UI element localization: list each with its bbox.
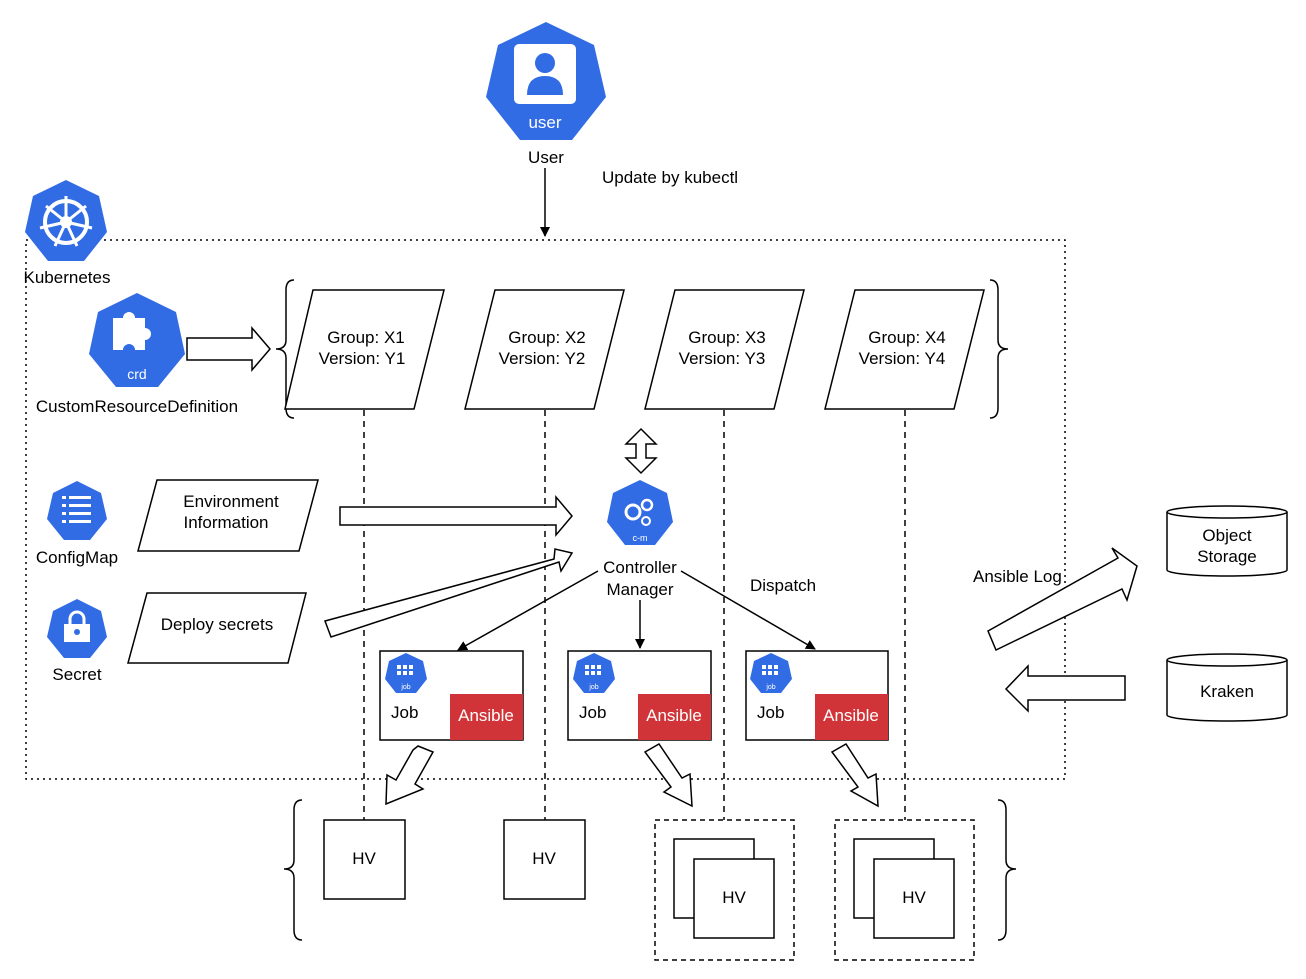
resource-version: Version: Y3 <box>679 349 766 368</box>
hv-label: HV <box>352 849 376 868</box>
hv-label: HV <box>722 888 746 907</box>
ansible-log-label: Ansible Log <box>973 567 1062 586</box>
user-icon-text: user <box>528 113 561 132</box>
job-label: Job <box>391 703 418 722</box>
configmap-label: ConfigMap <box>36 548 118 567</box>
dispatch-label: Dispatch <box>750 576 816 595</box>
ansible-badge: Ansible <box>458 706 514 725</box>
resource-group: Group: X1 <box>327 328 405 347</box>
user-icon: user <box>486 22 606 140</box>
ansible-log-arrow <box>987 547 1138 652</box>
kubernetes-icon <box>25 180 107 261</box>
update-by-kubectl-label: Update by kubectl <box>602 168 738 187</box>
controller-line2: Manager <box>606 580 673 599</box>
resource-version: Version: Y4 <box>859 349 946 368</box>
job-1: job Job Ansible <box>379 650 524 741</box>
hv-node-2: HV <box>503 819 586 900</box>
deploy-secrets-arrow <box>324 548 574 638</box>
controller-manager-icon: c-m <box>607 480 673 545</box>
configmap-icon <box>47 481 107 540</box>
hv-label: HV <box>902 888 926 907</box>
deploy-secrets-text: Deploy secrets <box>161 615 273 634</box>
job-2: job Job Ansible <box>567 650 712 741</box>
kraken-label: Kraken <box>1200 682 1254 701</box>
controller-icon-text: c-m <box>633 533 648 543</box>
resources-right-brace <box>989 279 1009 419</box>
resource-version: Version: Y1 <box>319 349 406 368</box>
object-storage-line2: Storage <box>1197 547 1257 566</box>
resource-group: Group: X4 <box>868 328 946 347</box>
hv-label: HV <box>532 849 556 868</box>
environment-line1: Environment <box>183 492 279 511</box>
kraken-storage: Kraken <box>1166 653 1288 722</box>
object-storage: Object Storage <box>1166 505 1288 577</box>
custom-resource-1: Group: X1 Version: Y1 <box>284 289 445 410</box>
kubernetes-cluster-boundary <box>25 239 1066 780</box>
resource-to-hv-links <box>363 410 906 820</box>
ansible-badge: Ansible <box>646 706 702 725</box>
environment-information-node: Environment Information <box>137 479 319 552</box>
kubernetes-label: Kubernetes <box>24 268 111 287</box>
job-label: Job <box>579 703 606 722</box>
crd-arrow <box>186 325 271 373</box>
hv-left-brace <box>283 799 303 941</box>
job-label: Job <box>757 703 784 722</box>
ansible-badge: Ansible <box>823 706 879 725</box>
job-icon-text: job <box>588 684 598 691</box>
job-icon-text: job <box>765 684 775 691</box>
secret-icon <box>47 599 107 658</box>
crd-label: CustomResourceDefinition <box>36 397 238 416</box>
custom-resource-3: Group: X3 Version: Y3 <box>644 289 805 410</box>
environment-line2: Information <box>183 513 268 532</box>
hv-group-3: HV <box>654 819 795 961</box>
resources-left-brace <box>275 279 295 419</box>
resource-group: Group: X2 <box>508 328 586 347</box>
object-storage-line1: Object <box>1202 526 1251 545</box>
job-3: job Job Ansible <box>745 650 889 741</box>
crd-icon-text: crd <box>127 366 146 382</box>
dispatch-arrows <box>457 570 816 651</box>
watch-double-arrow <box>624 427 658 475</box>
resource-group: Group: X3 <box>688 328 766 347</box>
controller-line1: Controller <box>603 558 677 577</box>
kraken-arrow <box>1004 664 1126 713</box>
secret-label: Secret <box>52 665 101 684</box>
crd-icon: crd <box>89 293 185 387</box>
environment-arrow <box>339 494 573 538</box>
user-label: User <box>528 148 564 167</box>
hv-group-4: HV <box>834 819 975 961</box>
job-icon-text: job <box>400 684 410 691</box>
resource-version: Version: Y2 <box>499 349 586 368</box>
deploy-secrets-node: Deploy secrets <box>127 592 307 664</box>
custom-resource-2: Group: X2 Version: Y2 <box>464 289 625 410</box>
custom-resource-4: Group: X4 Version: Y4 <box>824 289 985 410</box>
hv-right-brace <box>997 799 1017 941</box>
hv-node-1: HV <box>323 819 406 900</box>
job-to-hv-arrows <box>385 742 879 808</box>
